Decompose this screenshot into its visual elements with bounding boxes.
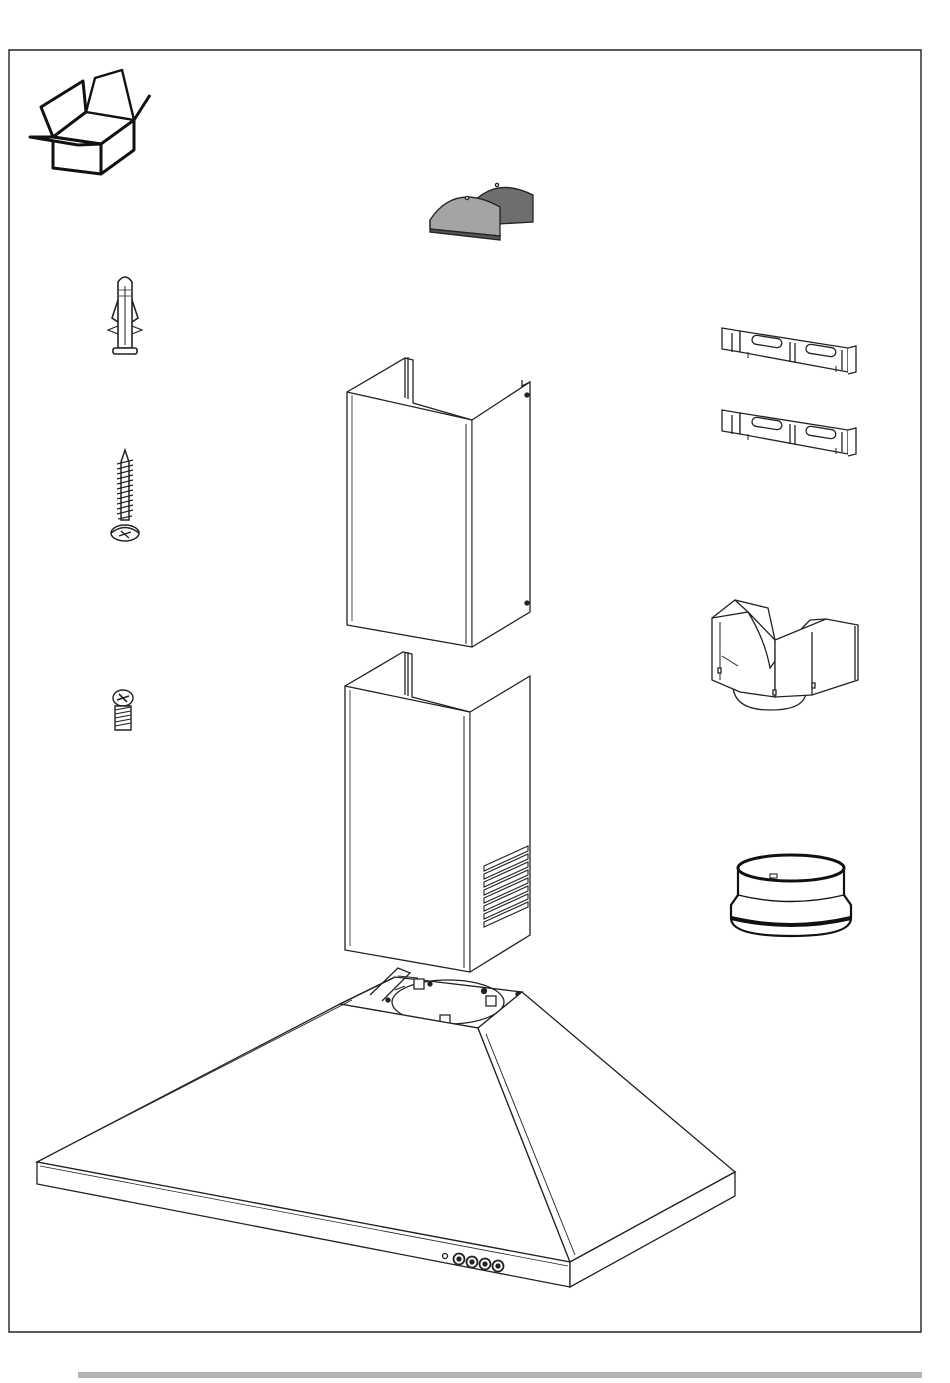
lower-chimney-cover [345, 652, 530, 972]
footer-bar [78, 1372, 922, 1378]
round-flange [731, 855, 851, 936]
upper-chimney-cover [347, 357, 530, 647]
open-box-icon [30, 70, 150, 174]
short-screw [113, 690, 133, 730]
wall-bracket [722, 410, 856, 456]
wood-screw [111, 450, 139, 541]
duct-adapter [712, 600, 858, 710]
wall-plug [108, 277, 142, 354]
hood-canopy [37, 968, 735, 1287]
half-round-plates [430, 183, 533, 240]
indicator-light [443, 1254, 448, 1259]
wall-bracket [722, 328, 856, 374]
